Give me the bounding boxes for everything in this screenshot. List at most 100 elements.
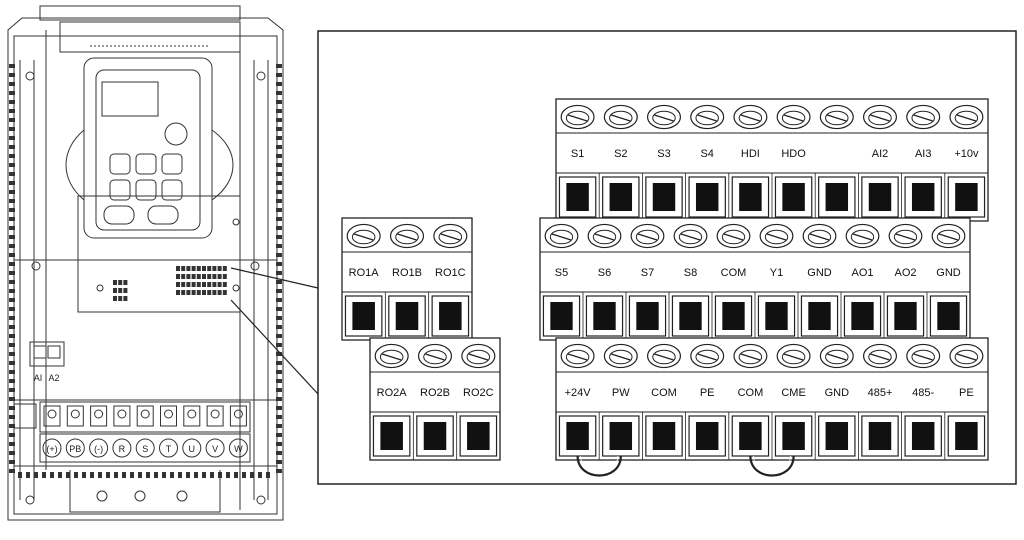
screw-recess [695, 349, 719, 365]
screw-slot [440, 233, 461, 241]
screw-slot [611, 353, 631, 361]
screw-slot [852, 233, 873, 241]
power-terminal-ring [205, 438, 225, 458]
vent-slot [276, 325, 282, 329]
vent-slot [178, 472, 182, 478]
control-board [77, 195, 241, 313]
callout-line [230, 267, 319, 289]
screw-icon [256, 495, 266, 505]
vent-slot [276, 424, 282, 428]
vent-slot [9, 469, 15, 473]
vent-slot [9, 73, 15, 77]
vent-slot [258, 472, 262, 478]
jumper-wire [576, 455, 622, 477]
vent-slot [58, 472, 62, 478]
screw-recess [549, 229, 574, 245]
vent-slot [146, 472, 150, 478]
wire-entry-hole [636, 302, 659, 330]
screw-slot [567, 353, 588, 361]
power-screw-housing [160, 405, 177, 427]
power-screw-housing [113, 405, 131, 427]
power-screw-housing [229, 405, 247, 427]
vent-slot [9, 127, 15, 131]
vent-slot [218, 472, 222, 478]
vent-slot [276, 190, 282, 194]
mini-terminal [217, 290, 222, 295]
vent-slot [250, 472, 254, 478]
mini-terminal [181, 266, 186, 271]
terminal-label: COM [721, 267, 747, 279]
mini-terminal [212, 282, 217, 287]
vent-slot [276, 217, 282, 221]
screw-recess [825, 110, 849, 126]
vent-slot [276, 262, 282, 266]
wire-entry-hole [395, 302, 419, 330]
mini-terminal [212, 290, 217, 295]
mini-terminal [207, 274, 212, 279]
screw-slot [381, 353, 402, 361]
wire-entry-hole [439, 302, 462, 330]
vent-slot [276, 352, 282, 356]
screw-recess [721, 229, 746, 245]
screw-icon [70, 409, 80, 419]
vent-slot [9, 424, 15, 428]
terminal-label: +24V [565, 387, 592, 399]
vent-slot [276, 469, 282, 473]
screw-slot [567, 114, 588, 122]
terminal-label: PE [700, 387, 715, 399]
screw-icon [94, 409, 104, 419]
mini-terminal [191, 282, 196, 287]
vent-slot [9, 451, 15, 455]
screw-icon [233, 409, 243, 419]
keypad-key [161, 179, 183, 201]
power-terminal-label: T [166, 444, 172, 454]
mini-terminal [176, 290, 180, 295]
screw-icon [31, 261, 41, 271]
terminal-label: HDO [781, 148, 806, 160]
vent-slot [9, 91, 15, 95]
vent-slot [276, 397, 282, 401]
terminal-label: PW [612, 387, 630, 399]
vent-slot [9, 253, 15, 257]
jumper-slot [33, 345, 47, 359]
wire-entry-hole [609, 422, 633, 450]
vent-slot [9, 442, 15, 446]
mini-terminal [176, 266, 180, 271]
mini-terminal [191, 274, 196, 279]
mini-terminal [202, 282, 206, 287]
screw-slot [913, 114, 933, 122]
vent-slot [276, 379, 282, 383]
wire-entry-hole [825, 183, 849, 211]
wire-entry-hole [566, 183, 589, 211]
keypad-display [101, 81, 159, 117]
power-screw-housing [90, 405, 108, 427]
screw-recess [609, 349, 633, 365]
vent-slot [276, 316, 282, 320]
mini-terminal [207, 290, 212, 295]
vent-slot [9, 145, 15, 149]
mini-relay-terminal [118, 288, 123, 293]
screw-recess [423, 349, 447, 365]
mini-terminal [196, 282, 201, 287]
screw-slot [353, 233, 374, 241]
screw-recess [781, 349, 806, 365]
vent-slot [210, 472, 214, 478]
wire-entry-hole [825, 422, 849, 450]
vent-slot [26, 472, 30, 478]
vent-slot [202, 472, 206, 478]
wire-entry-hole [955, 183, 978, 211]
wire-entry-hole [782, 422, 805, 450]
jumper-wire-highlight [753, 455, 791, 472]
mini-relay-terminal [118, 280, 123, 285]
wire-entry-hole [911, 422, 935, 450]
vent-slot [66, 472, 70, 478]
vent-slot [9, 136, 15, 140]
wire-entry-hole [550, 302, 573, 330]
screw-recess [807, 229, 832, 245]
mini-terminal [212, 274, 217, 279]
mini-terminal [186, 290, 191, 295]
screw-icon [140, 409, 150, 419]
power-terminal-screws [42, 405, 248, 458]
